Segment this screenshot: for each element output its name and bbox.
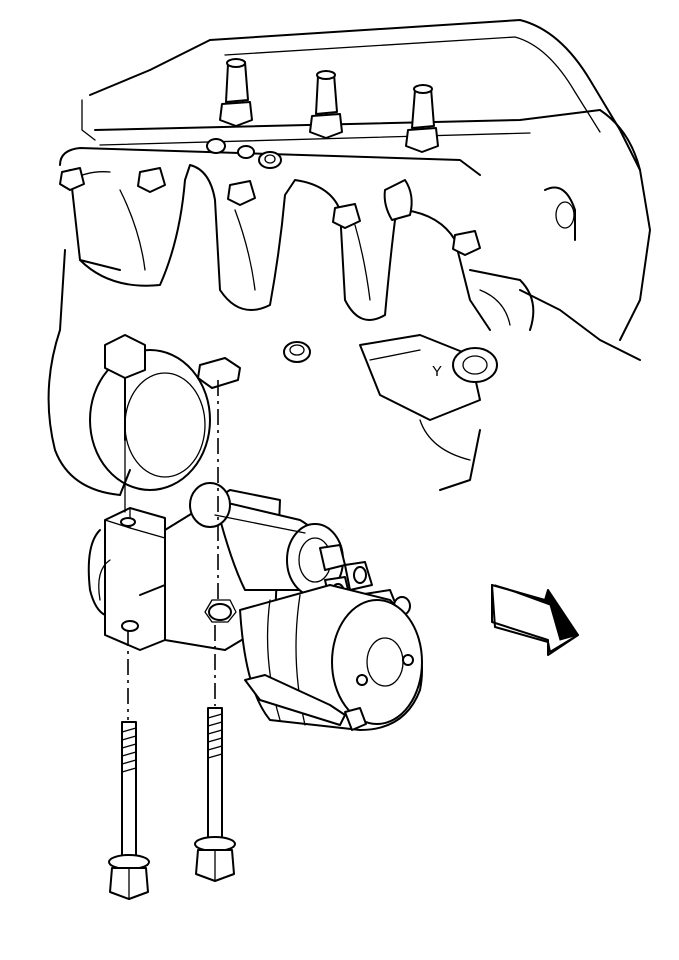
manifold-bolt — [60, 168, 84, 190]
manifold-bolt — [333, 204, 360, 228]
manifold-bolt — [453, 231, 480, 255]
starter-mounting-bolt — [195, 708, 235, 881]
starter-motor — [89, 483, 422, 730]
exhaust-manifold: Y — [60, 139, 533, 420]
mounting-pad — [105, 335, 240, 440]
alignment-centerlines — [125, 380, 218, 720]
stud-bolt — [220, 59, 252, 126]
y-mark-label: Y — [432, 363, 442, 380]
stud-bolt — [406, 85, 438, 152]
starter-mounting-bolt — [109, 722, 149, 899]
valve-cover-bolts — [220, 59, 438, 152]
front-direction-arrow-icon — [492, 585, 578, 655]
manifold-bolt — [138, 168, 165, 192]
engine-block — [49, 20, 650, 495]
manifold-bolt — [228, 181, 255, 205]
stud-bolt — [310, 71, 342, 138]
